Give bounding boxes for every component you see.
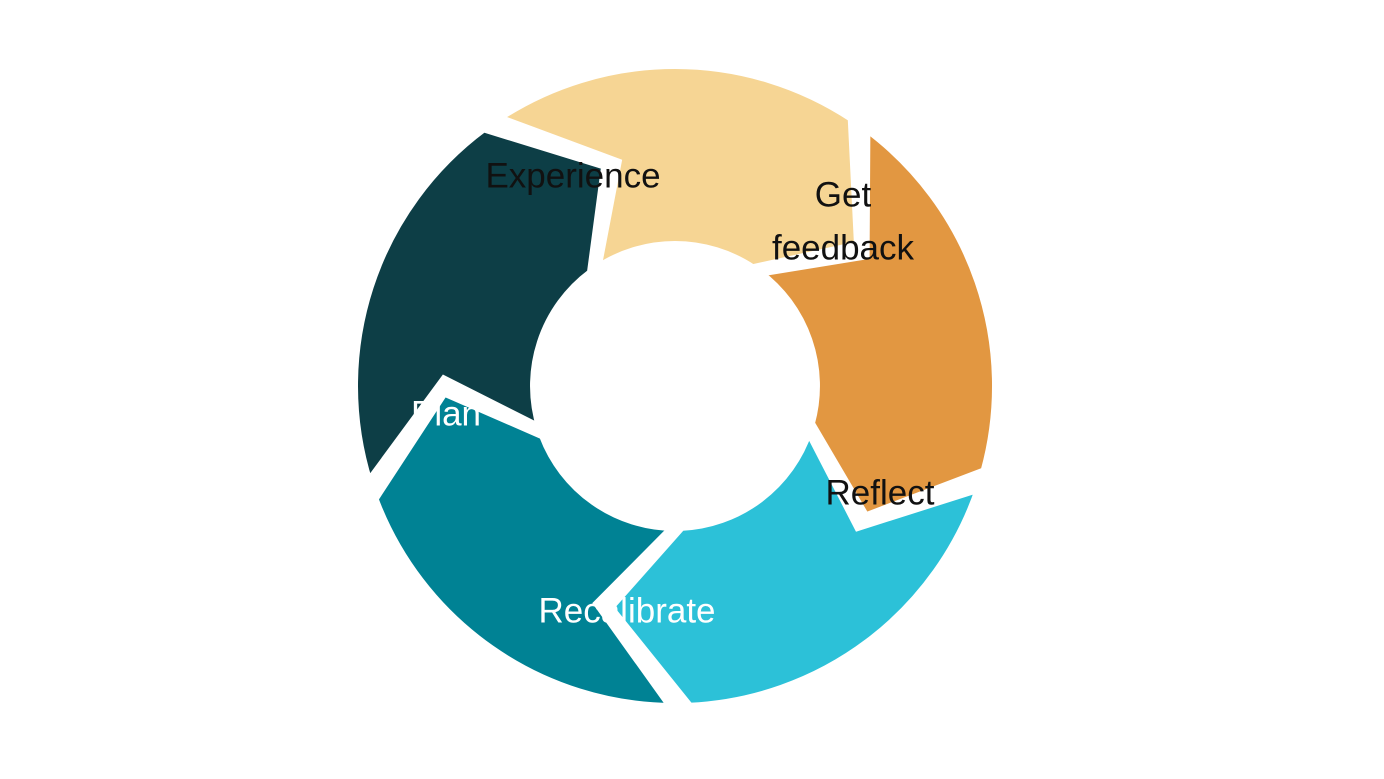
segment-label-plan: Plan [411,394,481,433]
segment-label-get-feedback: Get feedback [772,175,915,267]
segment-label-line: Reflect [826,473,935,512]
cycle-center [534,245,816,527]
segment-label-experience: Experience [485,156,660,195]
segment-label-line: Plan [411,394,481,433]
segment-label-reflect: Reflect [826,473,935,512]
segment-label-recalibrate: Recalibrate [538,591,715,630]
segment-label-line: Recalibrate [538,591,715,630]
segment-label-line: Experience [485,156,660,195]
segment-label-line: feedback [772,228,915,267]
segment-label-line: Get [815,175,872,214]
